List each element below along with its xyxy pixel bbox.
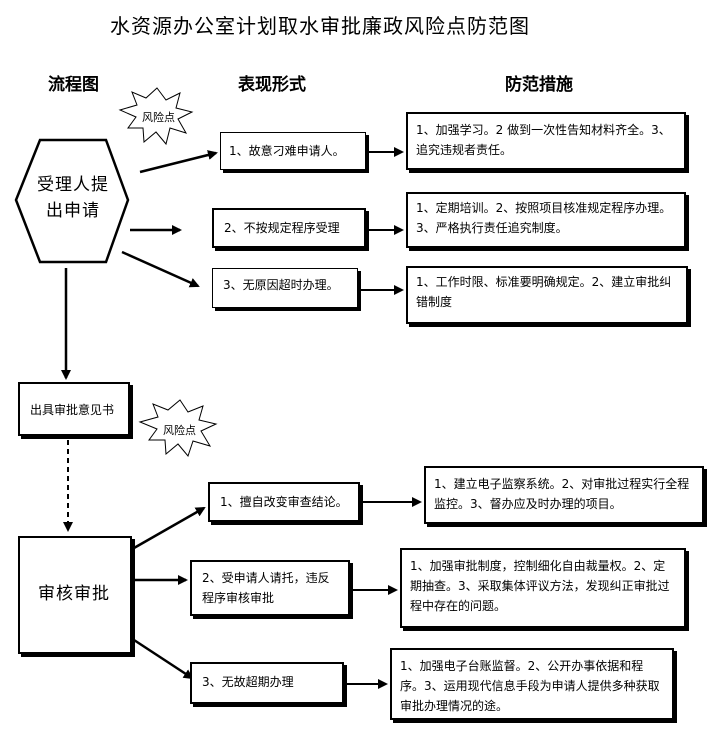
review-approve-label: 审核审批 bbox=[38, 584, 110, 604]
form-text-2: 2、不按规定程序受理 bbox=[224, 221, 340, 235]
form-text-6: 3、无故超期办理 bbox=[202, 675, 294, 689]
measure-text-4: 1、建立电子监察系统。2、对审批过程实行全程监控。3、督办应及时办理的项目。 bbox=[434, 477, 690, 511]
measure-text-6: 1、加强电子台账监督。2、公开办事依据和程序。3、运用现代信息手段为申请人提供多… bbox=[400, 659, 660, 713]
form-box-5: 2、受申请人请托，违反程序审核审批 bbox=[190, 560, 350, 616]
issue-opinion-label: 出具审批意见书 bbox=[30, 403, 115, 417]
form-box-4: 1、擅自改变审查结论。 bbox=[208, 482, 360, 522]
apply-node-label: 受理人提出申请 bbox=[37, 175, 109, 221]
review-approve-node: 审核审批 bbox=[18, 536, 132, 654]
measure-text-3: 1、工作时限、标准要明确规定。2、建立审批纠错制度 bbox=[416, 275, 672, 309]
form-text-1: 1、故意刁难申请人。 bbox=[229, 144, 345, 158]
risk-label-1: 风险点 bbox=[142, 111, 175, 124]
header-flowchart: 流程图 bbox=[48, 75, 99, 95]
form-text-5: 2、受申请人请托，违反程序审核审批 bbox=[202, 571, 330, 605]
measure-box-4: 1、建立电子监察系统。2、对审批过程实行全程监控。3、督办应及时办理的项目。 bbox=[424, 466, 704, 524]
risk-burst-2 bbox=[138, 399, 218, 458]
risk-label-2: 风险点 bbox=[163, 424, 196, 437]
form-text-3: 3、无原因超时办理。 bbox=[223, 278, 339, 292]
measure-box-3: 1、工作时限、标准要明确规定。2、建立审批纠错制度 bbox=[406, 266, 688, 324]
header-measures: 防范措施 bbox=[505, 75, 573, 95]
measure-box-2: 1、定期培训。2、按照项目核准规定程序办理。3、严格执行责任追究制度。 bbox=[406, 192, 686, 248]
issue-opinion-node: 出具审批意见书 bbox=[18, 382, 130, 436]
page-title: 水资源办公室计划取水审批廉政风险点防范图 bbox=[110, 14, 530, 38]
form-box-6: 3、无故超期办理 bbox=[190, 662, 344, 704]
header-manifestation: 表现形式 bbox=[238, 75, 306, 95]
measure-box-5: 1、加强审批制度，控制细化自由裁量权。2、定期抽查。3、采取集体评议方法，发现纠… bbox=[400, 548, 686, 628]
measure-box-1: 1、加强学习。2 做到一次性告知材料齐全。3、追究违规者责任。 bbox=[406, 112, 686, 170]
form-text-4: 1、擅自改变审查结论。 bbox=[220, 495, 348, 509]
risk-burst-1 bbox=[118, 87, 194, 146]
measure-text-2: 1、定期培训。2、按照项目核准规定程序办理。3、严格执行责任追究制度。 bbox=[416, 201, 672, 235]
form-box-3: 3、无原因超时办理。 bbox=[212, 268, 358, 308]
measure-box-6: 1、加强电子台账监督。2、公开办事依据和程序。3、运用现代信息手段为申请人提供多… bbox=[390, 648, 674, 720]
form-box-2: 2、不按规定程序受理 bbox=[212, 208, 366, 248]
measure-text-5: 1、加强审批制度，控制细化自由裁量权。2、定期抽查。3、采取集体评议方法，发现纠… bbox=[410, 559, 670, 613]
hexagon-shape bbox=[14, 138, 130, 264]
measure-text-1: 1、加强学习。2 做到一次性告知材料齐全。3、追究违规者责任。 bbox=[416, 123, 671, 157]
form-box-1: 1、故意刁难申请人。 bbox=[220, 132, 366, 170]
